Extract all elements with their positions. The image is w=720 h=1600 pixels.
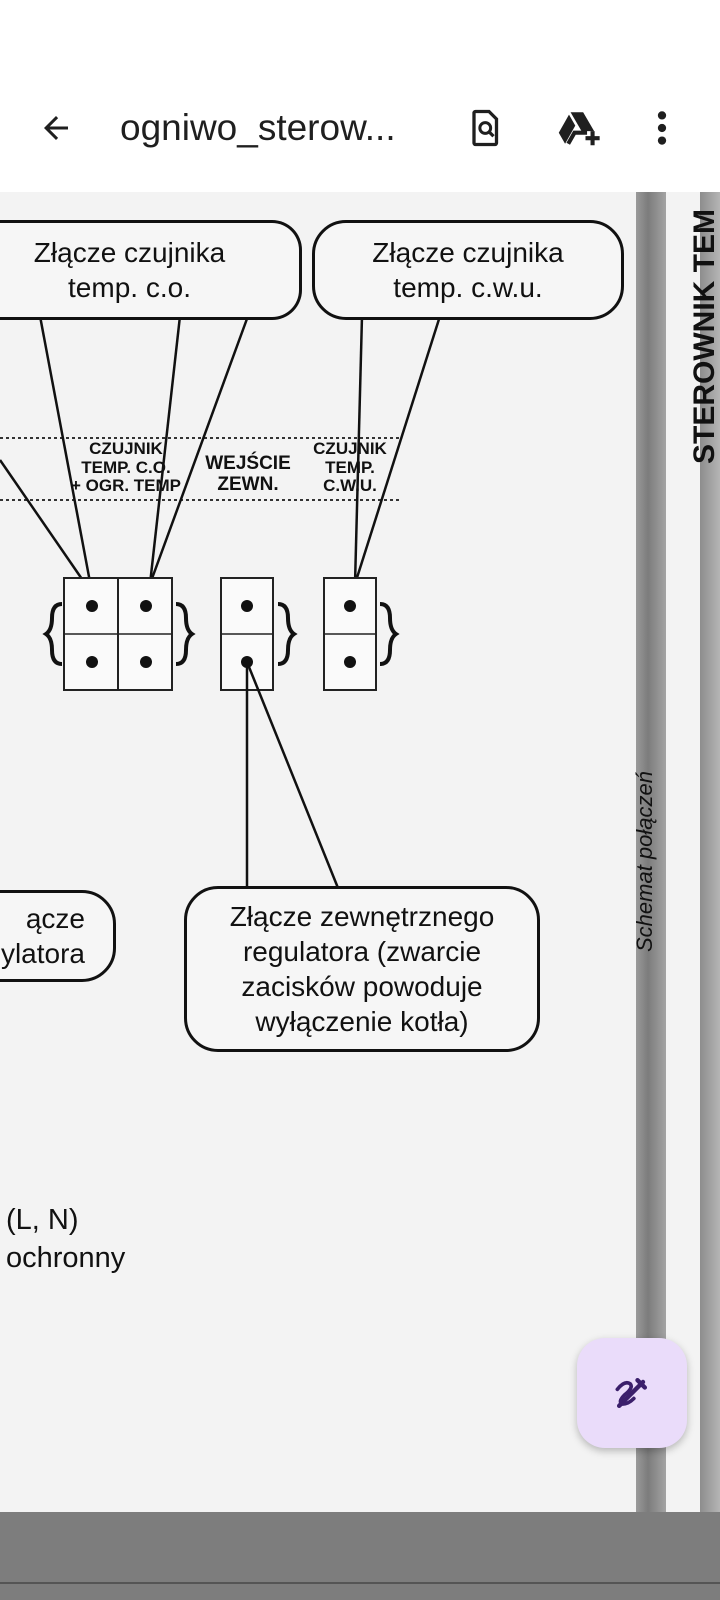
callout-sensor-cwu-line1: Złącze czujnika: [372, 237, 564, 268]
callout-regulator-partial-line2: ylatora: [0, 938, 85, 969]
label-czujnik-cwu-line2: TEMP.: [325, 457, 375, 477]
document-search-icon: [472, 109, 499, 147]
edit-fab-button[interactable]: [577, 1338, 687, 1448]
more-options-button[interactable]: [634, 100, 690, 156]
callout-sensor-cwu-line2: temp. c.w.u.: [393, 272, 543, 303]
label-czujnik-cwu-line1: CZUJNIK: [313, 439, 387, 458]
callout-external-regulator: Złącze zewnętrznego regulatora (zwarcie …: [184, 886, 540, 1052]
more-vert-icon: [657, 111, 667, 145]
label-wejscie: WEJŚCIE ZEWN.: [200, 453, 296, 496]
label-czujnik-co-line1: CZUJNIK: [89, 439, 163, 458]
callout-sensor-co: Złącze czujnika temp. c.o.: [0, 220, 302, 320]
text-line-ochronny: ochronny: [6, 1242, 126, 1274]
pdf-page-view[interactable]: Złącze czujnika temp. c.o. Złącze czujni…: [0, 192, 720, 1512]
callout-sensor-co-line1: Złącze czujnika: [33, 237, 226, 268]
app-bar: ogniwo_sterow...: [0, 0, 720, 192]
side-label-sterownik: STEROWNIK TEM: [688, 209, 720, 464]
callout-sensor-co-line2: temp. c.o.: [68, 272, 191, 303]
add-to-drive-button[interactable]: [552, 100, 608, 156]
scan-edge-strip-right: [700, 192, 720, 1512]
label-wejscie-line2: ZEWN.: [217, 473, 279, 495]
callout-sensor-cwu: Złącze czujnika temp. c.w.u.: [312, 220, 624, 320]
text-line-ln: (L, N): [6, 1204, 79, 1236]
side-label-schemat: Schemat połączeń: [632, 771, 657, 952]
callout-regulator-partial-line1: ącze: [25, 903, 85, 934]
find-in-document-button[interactable]: [458, 100, 514, 156]
back-button[interactable]: [28, 100, 84, 156]
label-czujnik-co-line3: + OGR. TEMP: [70, 476, 182, 496]
label-czujnik-cwu: CZUJNIK TEMP. C.W.U.: [302, 439, 398, 496]
wiring-diagram: [0, 315, 442, 889]
arrow-back-icon: [44, 116, 68, 140]
label-czujnik-co: CZUJNIK TEMP. C.O. + OGR. TEMP: [62, 439, 190, 496]
navigation-gesture-handle[interactable]: [0, 1582, 720, 1584]
callout-external-regulator-line3: zacisków powoduje: [241, 971, 483, 1002]
edit-pen-icon: [615, 1377, 648, 1409]
add-to-drive-icon: [558, 112, 600, 146]
callout-regulator-partial: ącze ylatora: [0, 890, 116, 982]
label-czujnik-cwu-line3: C.W.U.: [323, 476, 377, 496]
callout-external-regulator-line1: Złącze zewnętrznego: [229, 901, 495, 932]
callout-external-regulator-line2: regulatora (zwarcie: [242, 936, 482, 967]
scan-edge-strip: [636, 192, 666, 1512]
document-title: ogniwo_sterow...: [120, 107, 396, 148]
label-czujnik-co-line2: TEMP. C.O.: [81, 457, 171, 477]
label-wejscie-line1: WEJŚCIE: [205, 453, 291, 474]
callout-external-regulator-line4: wyłączenie kotła): [255, 1006, 469, 1037]
system-navigation-bar: [0, 1512, 720, 1600]
